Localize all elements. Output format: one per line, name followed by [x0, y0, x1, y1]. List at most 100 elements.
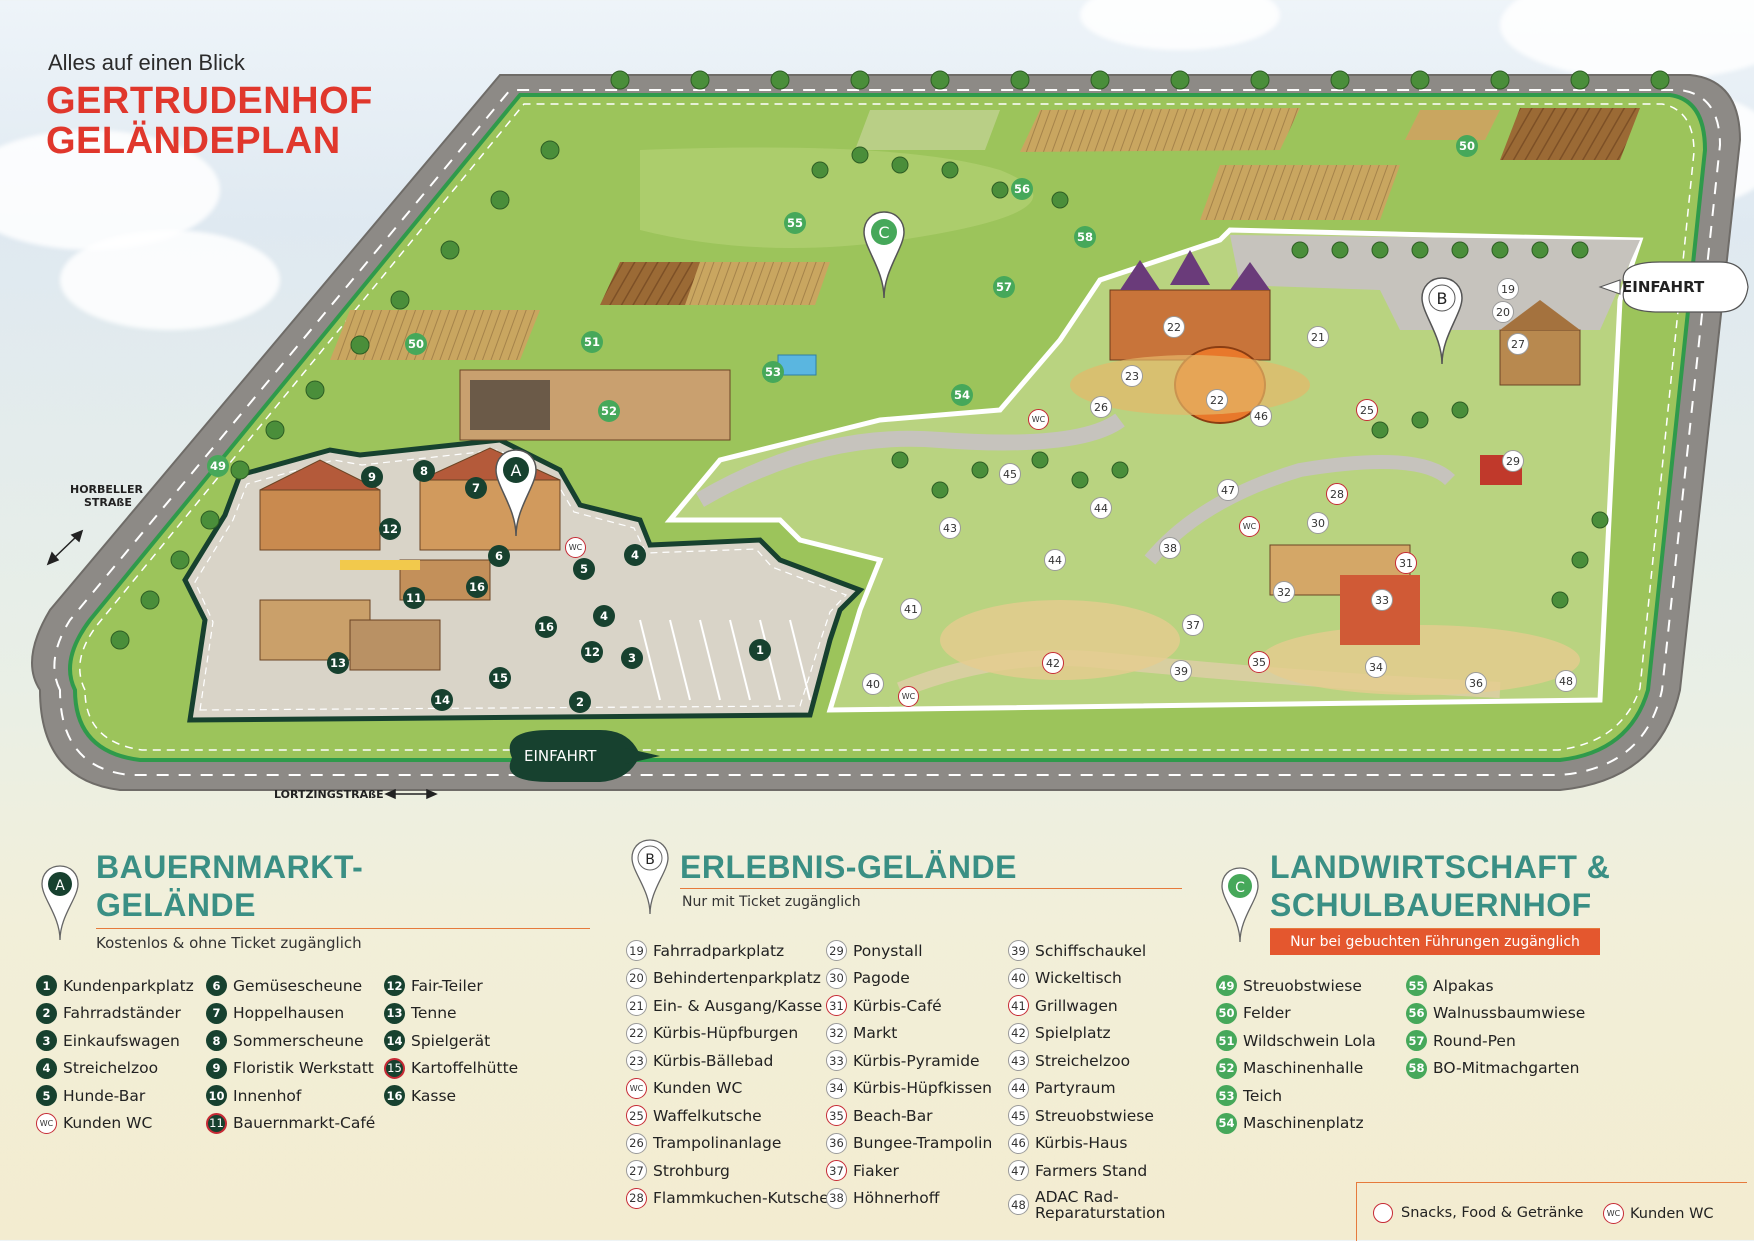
map-number-marker[interactable]: 5 — [573, 558, 595, 580]
map-number-marker[interactable]: 1 — [749, 639, 771, 661]
legend-item-label: Alpakas — [1433, 978, 1494, 994]
map-number-marker[interactable]: 19 — [1497, 278, 1519, 300]
map-number-marker[interactable]: 22 — [1163, 316, 1185, 338]
map-number-marker[interactable]: 53 — [762, 361, 784, 383]
map-number-marker[interactable]: 4 — [593, 605, 615, 627]
map-number-marker[interactable]: 44 — [1090, 497, 1112, 519]
map-number-marker[interactable]: 54 — [951, 384, 973, 406]
map-number-marker[interactable]: 21 — [1307, 326, 1329, 348]
map-number-marker[interactable]: 57 — [993, 276, 1015, 298]
map-number-marker[interactable]: 15 — [489, 667, 511, 689]
number-badge: 56 — [1406, 1002, 1427, 1024]
map-number-marker[interactable]: 46 — [1250, 405, 1272, 427]
map-number-marker[interactable]: 49 — [207, 455, 229, 477]
legend-item-text: Fahrradständer — [63, 1004, 181, 1023]
map-number-marker[interactable]: 38 — [1159, 537, 1181, 559]
map-number-marker[interactable]: 40 — [862, 673, 884, 695]
map-pin-c[interactable]: C — [862, 210, 906, 300]
map-number-marker[interactable]: 27 — [1507, 333, 1529, 355]
map-number-marker[interactable]: 23 — [1121, 365, 1143, 387]
legend-pin-letter: B — [645, 852, 655, 868]
map-number-marker[interactable]: 50 — [405, 333, 427, 355]
map-number-marker[interactable]: 26 — [1090, 396, 1112, 418]
legend-item-label: Höhnerhoff — [853, 1190, 939, 1206]
map-number-marker[interactable]: 34 — [1365, 656, 1387, 678]
map-number-marker[interactable]: 41 — [900, 598, 922, 620]
map-number-marker[interactable]: 32 — [1273, 581, 1295, 603]
map-number-marker[interactable]: 16 — [535, 616, 557, 638]
number-badge: 31 — [826, 995, 847, 1017]
legend-item-text: Höhnerhoff — [853, 1189, 940, 1208]
map-number-marker[interactable]: 52 — [598, 400, 620, 422]
map-number-marker[interactable]: 8 — [413, 460, 435, 482]
legend-item-text: Fair-Teiler — [411, 976, 483, 995]
map-number-marker[interactable]: 31 — [1395, 552, 1417, 574]
map-number-marker[interactable]: 39 — [1170, 660, 1192, 682]
map-number-marker[interactable]: 12 — [581, 641, 603, 663]
map-number-marker[interactable]: 9 — [361, 466, 383, 488]
number-badge: 3 — [36, 1030, 57, 1052]
map-number-marker[interactable]: 11 — [403, 587, 425, 609]
map-number-marker[interactable]: 47 — [1217, 479, 1239, 501]
map-number-marker[interactable]: 2 — [569, 691, 591, 713]
map-number-marker[interactable]: 30 — [1307, 512, 1329, 534]
map-number-marker[interactable]: 25 — [1356, 399, 1378, 421]
map-number-marker[interactable]: 44 — [1044, 549, 1066, 571]
number-badge: 12 — [384, 975, 405, 997]
map-number-marker[interactable]: 37 — [1182, 614, 1204, 636]
map-number-marker[interactable]: 13 — [327, 652, 349, 674]
map-number-marker[interactable]: 48 — [1555, 670, 1577, 692]
map-pin-b[interactable]: B — [1420, 276, 1464, 366]
map-number-marker[interactable]: 22 — [1206, 389, 1228, 411]
map-number-marker[interactable]: 33 — [1371, 589, 1393, 611]
map-number-marker[interactable]: 3 — [621, 647, 643, 669]
legend-item-label: Einkaufswagen — [63, 1033, 180, 1049]
legend-item-label: Kürbis-Hüpfkissen — [853, 1080, 992, 1096]
legend-item-text: Floristik Werkstatt — [233, 1059, 374, 1078]
wc-icon[interactable]: WC — [565, 537, 586, 558]
map-number-marker[interactable]: 4 — [624, 544, 646, 566]
legend-item-label: Fahrradparkplatz — [653, 943, 784, 959]
map-number-marker[interactable]: 20 — [1492, 301, 1514, 323]
wc-icon[interactable]: WC — [1239, 516, 1260, 537]
street-label-lortzing: LORTZINGSTRAßE — [274, 788, 384, 801]
map-number-marker[interactable]: 36 — [1465, 672, 1487, 694]
map-number-marker[interactable]: 58 — [1074, 226, 1096, 248]
wc-icon[interactable]: WC — [898, 686, 919, 707]
map-pin-a[interactable]: A — [494, 448, 538, 538]
map-number-marker[interactable]: 56 — [1011, 178, 1033, 200]
map-number-marker[interactable]: 12 — [379, 518, 401, 540]
legend-item-text: Wickeltisch — [1035, 969, 1122, 988]
map-number-marker[interactable]: 14 — [431, 689, 453, 711]
map-number-marker[interactable]: 29 — [1502, 450, 1524, 472]
map-number-marker[interactable]: 43 — [939, 517, 961, 539]
legend-item-label: Maschinenplatz — [1243, 1115, 1364, 1131]
number-badge: 58 — [1406, 1057, 1427, 1079]
legend-item-text: Flammkuchen-Kutsche — [653, 1189, 829, 1208]
wc-icon[interactable]: WC — [1028, 409, 1049, 430]
legend-item-text: Kürbis-Haus — [1035, 1134, 1128, 1153]
street-label-horbeller: HORBELLER STRAßE — [70, 483, 143, 509]
legend-item-text: Kürbis-Hüpfkissen — [853, 1079, 992, 1098]
map-number-marker[interactable]: 7 — [465, 477, 487, 499]
map-number-marker[interactable]: 35 — [1248, 651, 1270, 673]
map-number-marker[interactable]: 42 — [1042, 652, 1064, 674]
legend-item-text: Hoppelhausen — [233, 1004, 345, 1023]
number-badge: 53 — [1216, 1085, 1237, 1107]
map-number-marker[interactable]: 28 — [1326, 483, 1348, 505]
map-number-marker[interactable]: 51 — [581, 331, 603, 353]
map-number-marker[interactable]: 6 — [488, 545, 510, 567]
map-number-marker[interactable]: 50 — [1456, 135, 1478, 157]
map-number-marker[interactable]: 16 — [466, 576, 488, 598]
map-number-marker[interactable]: 55 — [784, 212, 806, 234]
map-number-marker[interactable]: 45 — [999, 463, 1021, 485]
